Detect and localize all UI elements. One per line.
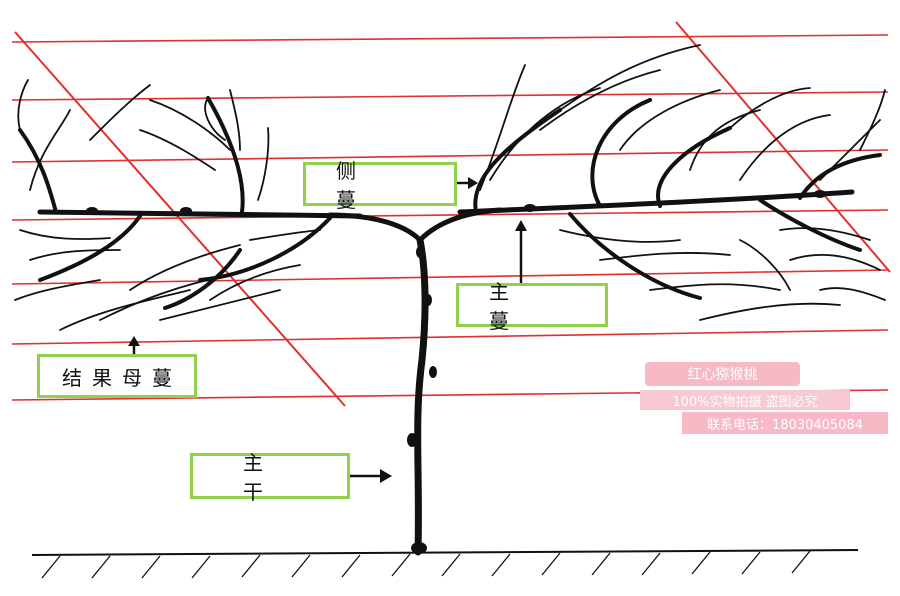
arrow-main-vine [515, 220, 527, 283]
pointer-arrows [128, 177, 527, 483]
arrow-fruiting-vine [128, 336, 140, 354]
label-trunk: 主干 [190, 451, 350, 504]
ground-hatch [41, 550, 811, 579]
label-main-vine: 主蔓 [456, 280, 608, 333]
watermark-line-2: 联系电话：18030405084 [682, 412, 888, 434]
watermark-line-1: 100%实物拍摄 盗图必究 [640, 390, 850, 410]
main-vine-right [457, 189, 855, 215]
fruiting-shoots [14, 44, 886, 331]
trunk-fork-left [327, 212, 423, 243]
watermark-title: 红心猕猴桃 [645, 362, 800, 386]
vine-structure [14, 44, 886, 556]
ground [31, 549, 859, 579]
diagonal-right [675, 21, 891, 273]
trunk-nodes [86, 190, 826, 554]
wire-6 [11, 329, 889, 345]
wire-1 [11, 34, 889, 43]
wire-3 [11, 149, 889, 163]
wire-5 [11, 269, 889, 285]
arrow-side-vine [456, 177, 478, 189]
trunk [414, 236, 429, 556]
diagonal-left [14, 31, 346, 407]
ground-line [31, 549, 859, 556]
diagonal-lines [14, 21, 891, 407]
label-fruiting-mother-vine: 结果母蔓 [37, 354, 197, 398]
wire-2 [11, 91, 889, 101]
trellis-wires [11, 34, 889, 401]
wire-4 [11, 209, 889, 221]
arrow-trunk [350, 469, 392, 483]
label-side-vine: 侧蔓 [303, 159, 457, 212]
